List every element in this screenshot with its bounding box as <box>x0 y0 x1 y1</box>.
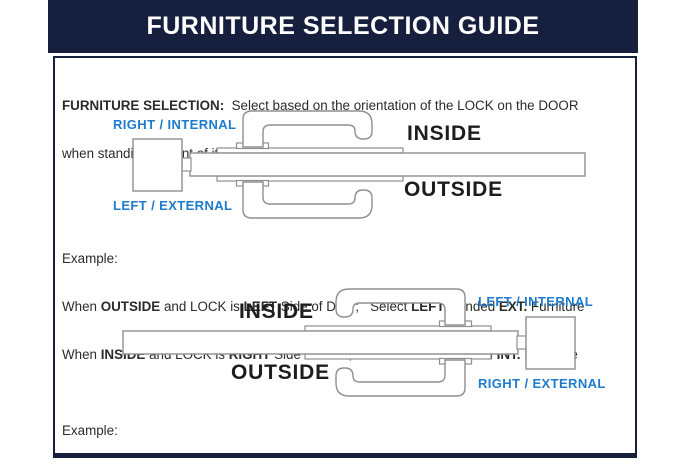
diagram1-outside-label: OUTSIDE <box>404 178 503 201</box>
example2-heading: Example: <box>62 423 118 438</box>
diagram2-outside-label: OUTSIDE <box>231 361 330 384</box>
diagram2-lock-side-top-label: LEFT / INTERNAL <box>478 294 594 309</box>
diagram2-lock-side-bottom-label: RIGHT / EXTERNAL <box>478 376 606 391</box>
example1-heading: Example: <box>62 251 118 266</box>
intro-line-1: FURNITURE SELECTION: Select based on the… <box>62 98 579 113</box>
title-banner: FURNITURE SELECTION GUIDE <box>48 0 638 53</box>
diagram1-lock-side-top-label: RIGHT / INTERNAL <box>113 117 237 132</box>
diagram1-lock-side-bottom-label: LEFT / EXTERNAL <box>113 198 233 213</box>
diagram1-inside-label: INSIDE <box>407 122 482 145</box>
page-title: FURNITURE SELECTION GUIDE <box>146 12 540 40</box>
diagram2-inside-label: INSIDE <box>239 300 314 323</box>
example-block-2: Example: When OUTSIDE and LOCK is RIGHT … <box>62 391 601 466</box>
